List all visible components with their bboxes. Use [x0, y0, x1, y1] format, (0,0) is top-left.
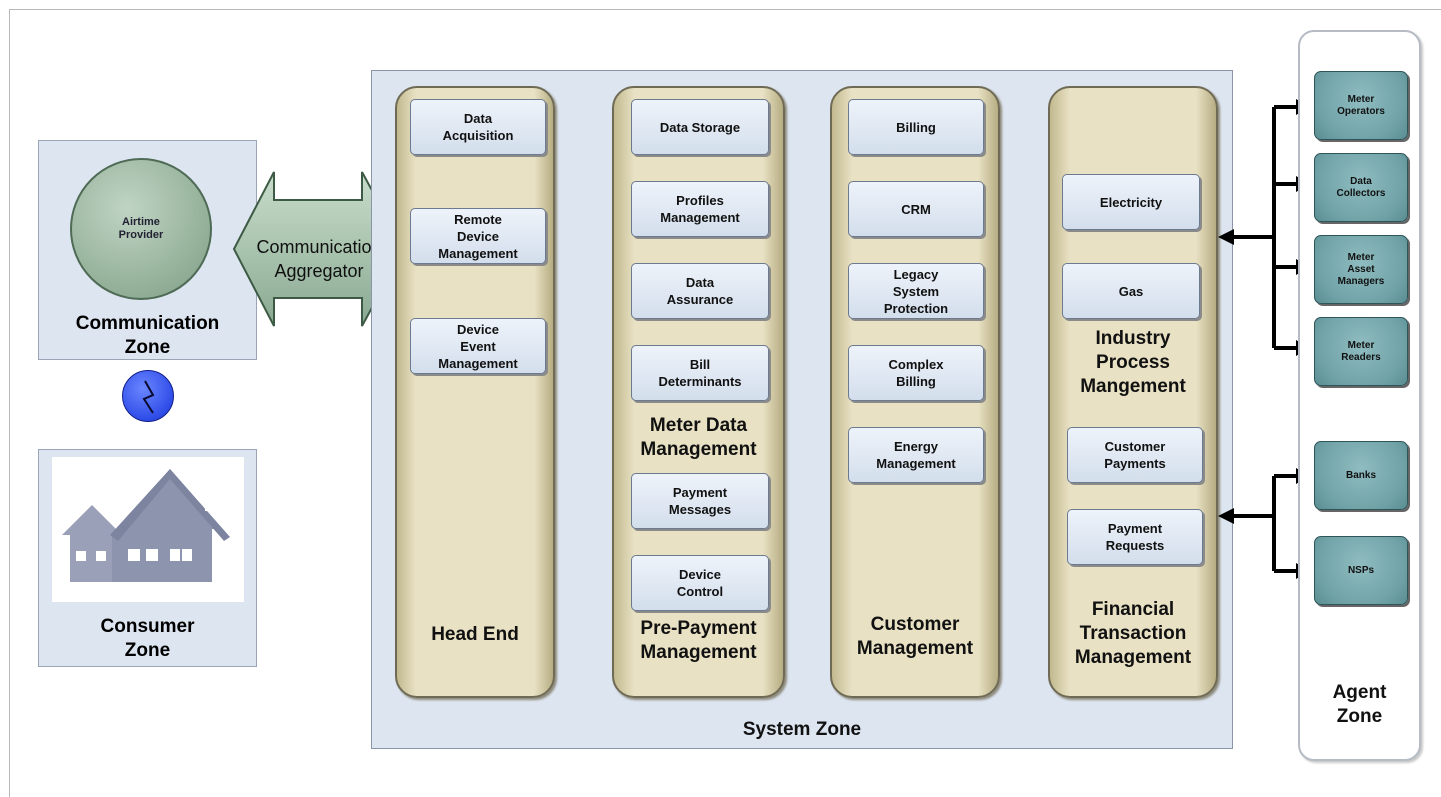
agent-meter-readers[interactable]: Meter Readers: [1314, 317, 1408, 386]
head-end-label: Head End: [431, 624, 519, 645]
head-end-column: [395, 86, 555, 698]
agent-zone: [1298, 30, 1421, 761]
financial-connector: [1232, 474, 1298, 573]
wireless-link-icon: [122, 370, 174, 422]
pre-payment-management-label: Pre-Payment Management: [640, 618, 757, 663]
module-billing[interactable]: Billing: [848, 99, 984, 155]
module-profiles-management[interactable]: Profiles Management: [631, 181, 769, 237]
aggregator-label-line1: Communication: [256, 237, 381, 257]
industry-process-management-label: Industry Process Mangement: [1080, 328, 1186, 397]
agent-meter-operators[interactable]: Meter Operators: [1314, 71, 1408, 140]
house-image-panel: [52, 457, 244, 602]
module-legacy-system-protection[interactable]: Legacy System Protection: [848, 263, 984, 319]
arrowheads: [1218, 99, 1310, 579]
module-data-assurance[interactable]: Data Assurance: [631, 263, 769, 319]
aggregator-label-line2: Aggregator: [274, 261, 363, 281]
communication-aggregator[interactable]: Communication Aggregator: [232, 170, 406, 328]
industry-connector: [1232, 105, 1298, 350]
module-device-event-management[interactable]: Device Event Management: [410, 318, 546, 374]
financial-transaction-management-label: Financial Transaction Management: [1074, 599, 1192, 668]
agent-data-collectors[interactable]: Data Collectors: [1314, 153, 1408, 222]
module-data-storage[interactable]: Data Storage: [631, 99, 769, 155]
module-gas[interactable]: Gas: [1062, 263, 1200, 319]
module-customer-payments[interactable]: Customer Payments: [1067, 427, 1203, 483]
module-crm[interactable]: CRM: [848, 181, 984, 237]
airtime-provider-node[interactable]: Airtime Provider: [70, 158, 212, 300]
diagram-frame: [9, 9, 1441, 797]
agent-nsps[interactable]: NSPs: [1314, 536, 1408, 605]
consumer-zone-label: Consumer Zone: [100, 616, 195, 661]
agent-zone-label: Agent Zone: [1332, 682, 1387, 727]
meter-data-management-label: Meter Data Management: [640, 415, 757, 460]
module-bill-determinants[interactable]: Bill Determinants: [631, 345, 769, 401]
lightning-bolt-icon: [142, 380, 155, 414]
agent-meter-asset-managers[interactable]: Meter Asset Managers: [1314, 235, 1408, 304]
module-remote-device-management[interactable]: Remote Device Management: [410, 208, 546, 264]
communication-zone-label: Communication Zone: [75, 313, 220, 358]
house-icon: [62, 469, 230, 582]
module-energy-management[interactable]: Energy Management: [848, 427, 984, 483]
agent-banks[interactable]: Banks: [1314, 441, 1408, 510]
module-payment-requests[interactable]: Payment Requests: [1067, 509, 1203, 565]
system-zone-label: System Zone: [742, 719, 862, 740]
module-payment-messages[interactable]: Payment Messages: [631, 473, 769, 529]
module-electricity[interactable]: Electricity: [1062, 174, 1200, 230]
module-complex-billing[interactable]: Complex Billing: [848, 345, 984, 401]
module-device-control[interactable]: Device Control: [631, 555, 769, 611]
module-data-acquisition[interactable]: Data Acquisition: [410, 99, 546, 155]
customer-management-label: Customer Management: [856, 614, 974, 659]
